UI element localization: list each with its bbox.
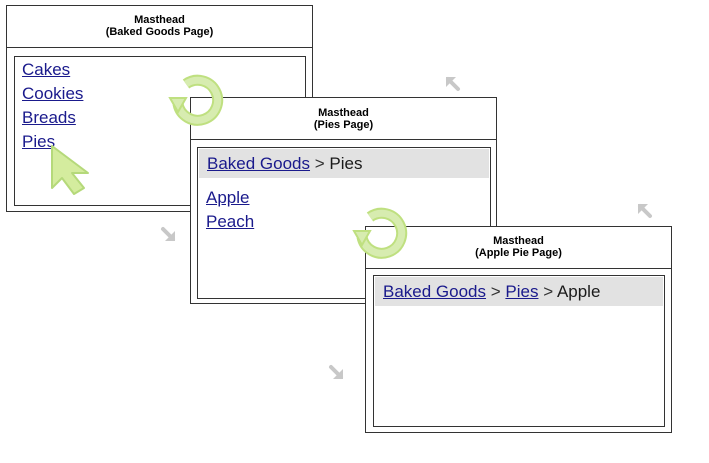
link-cakes[interactable]: Cakes (22, 60, 71, 79)
back-arrow-icon (444, 75, 460, 91)
link-cookies[interactable]: Cookies (22, 84, 84, 103)
breadcrumb: Baked Goods > Pies (199, 149, 489, 178)
masthead: Masthead (Apple Pie Page) (366, 227, 671, 269)
masthead-title: Masthead (134, 14, 185, 26)
link-breads[interactable]: Breads (22, 108, 76, 127)
link-peach[interactable]: Peach (206, 212, 255, 231)
masthead-subtitle: (Apple Pie Page) (475, 247, 562, 259)
reload-icon (170, 80, 218, 120)
masthead-subtitle: (Baked Goods Page) (105, 26, 214, 38)
masthead-title: Masthead (493, 235, 544, 247)
browser-window-apple-pie: Masthead (Apple Pie Page) Baked Goods > … (365, 226, 672, 433)
breadcrumb-link-baked-goods[interactable]: Baked Goods (383, 282, 487, 301)
breadcrumb-link-pies[interactable]: Pies (505, 282, 539, 301)
forward-arrow-icon (329, 365, 345, 381)
reload-icon (354, 213, 402, 253)
breadcrumb-current: Pies (329, 154, 363, 173)
link-apple[interactable]: Apple (206, 188, 250, 207)
breadcrumb: Baked Goods > Pies > Apple (375, 277, 663, 306)
content-area: Baked Goods > Pies Apple Peach (197, 147, 491, 299)
breadcrumb-current: Apple (556, 282, 601, 301)
breadcrumb-separator: > (490, 282, 506, 301)
masthead-subtitle: (Pies Page) (313, 119, 374, 131)
masthead-title: Masthead (318, 107, 369, 119)
back-arrow-icon (636, 202, 652, 218)
breadcrumb-separator: > (314, 154, 330, 173)
breadcrumb-link-baked-goods[interactable]: Baked Goods (207, 154, 311, 173)
content-area: Baked Goods > Pies > Apple (373, 275, 665, 427)
masthead: Masthead (Pies Page) (191, 98, 496, 140)
forward-arrow-icon (161, 227, 177, 243)
link-pies[interactable]: Pies (22, 132, 56, 151)
breadcrumb-separator: > (543, 282, 557, 301)
arrow-cursor-icon (51, 145, 89, 195)
masthead: Masthead (Baked Goods Page) (7, 6, 312, 48)
